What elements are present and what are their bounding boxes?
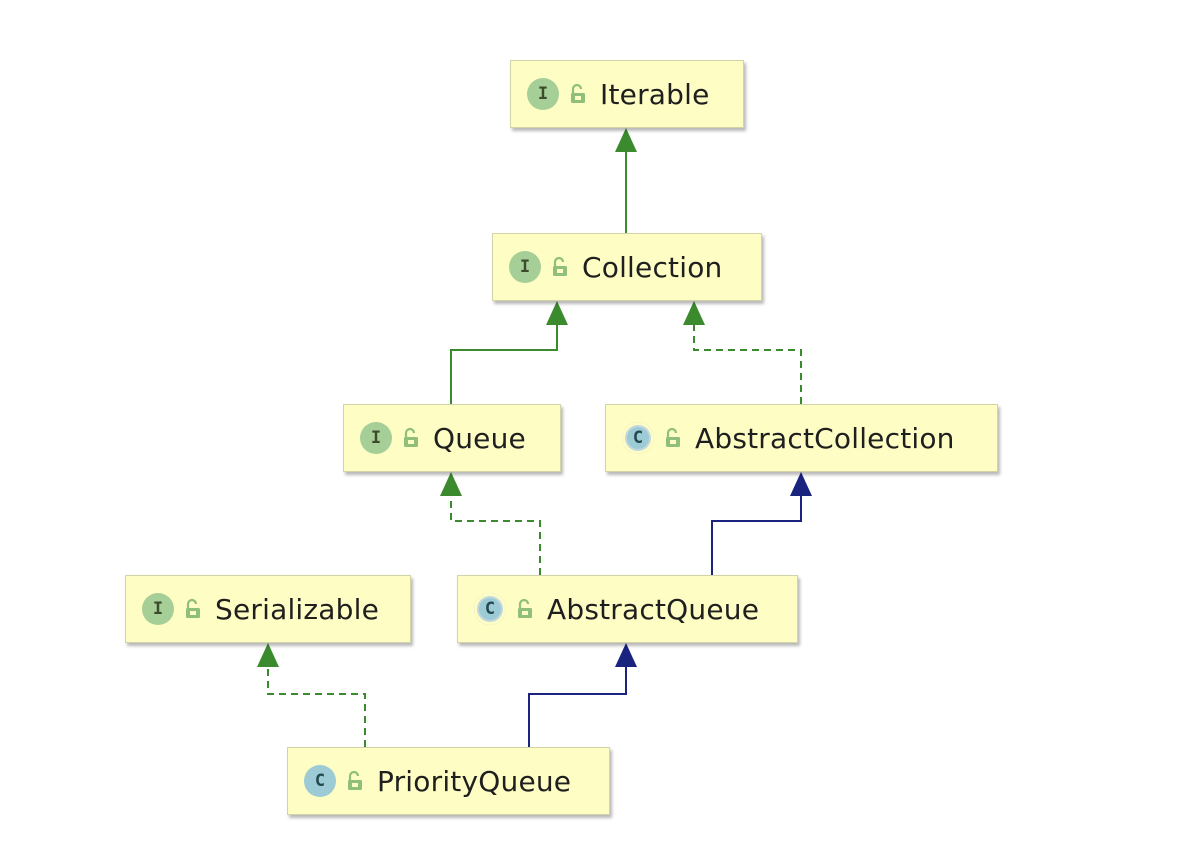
edge-line: [528, 667, 627, 747]
edge-queue-to-collection: [450, 301, 568, 404]
arrowhead-icon: [683, 301, 705, 325]
interface-icon: I: [360, 422, 392, 454]
node-label: Iterable: [600, 77, 710, 111]
interface-icon: I: [527, 78, 559, 110]
unlocked-padlock-icon: [666, 427, 680, 447]
arrowhead-icon: [790, 472, 812, 496]
unlocked-padlock-icon: [518, 598, 532, 618]
unlocked-padlock-icon: [571, 83, 585, 103]
unlocked-padlock-icon: [553, 256, 567, 276]
unlocked-padlock-icon: [348, 770, 362, 790]
arrowhead-icon: [546, 301, 568, 325]
edge-priority-queue-to-serializable: [257, 643, 366, 747]
unlocked-padlock-icon: [186, 598, 200, 618]
arrowhead-icon: [440, 472, 462, 496]
unlocked-padlock-icon: [404, 427, 418, 447]
arrowhead-icon: [615, 643, 637, 667]
node-queue[interactable]: I Queue: [343, 404, 561, 472]
edge-priority-queue-to-abstract-queue: [528, 643, 637, 747]
arrowhead-icon: [257, 643, 279, 667]
node-label: Serializable: [215, 592, 380, 626]
node-label: PriorityQueue: [377, 764, 572, 798]
node-abstract-collection[interactable]: C AbstractCollection: [605, 404, 998, 472]
edge-line: [450, 325, 558, 404]
abstract-class-icon: C: [474, 593, 506, 625]
edge-abstract-queue-to-queue: [440, 472, 541, 575]
node-label: Collection: [582, 250, 723, 284]
node-label: AbstractQueue: [547, 592, 760, 626]
edge-line: [450, 496, 541, 575]
node-label: AbstractCollection: [695, 421, 955, 455]
interface-icon: I: [142, 593, 174, 625]
edge-line: [693, 325, 802, 404]
node-serializable[interactable]: I Serializable: [125, 575, 411, 643]
node-iterable[interactable]: I Iterable: [510, 60, 744, 128]
edge-line: [267, 667, 366, 747]
node-label: Queue: [433, 421, 526, 455]
node-priority-queue[interactable]: C PriorityQueue: [287, 747, 610, 815]
edge-line: [711, 496, 802, 575]
class-icon: C: [304, 765, 336, 797]
node-abstract-queue[interactable]: C AbstractQueue: [457, 575, 798, 643]
edge-collection-to-iterable: [615, 128, 637, 233]
edge-abstract-queue-to-abstract-collection: [711, 472, 812, 575]
node-collection[interactable]: I Collection: [492, 233, 762, 301]
abstract-class-icon: C: [622, 422, 654, 454]
arrowhead-icon: [615, 128, 637, 152]
edge-abstract-collection-to-collection: [683, 301, 802, 404]
interface-icon: I: [509, 251, 541, 283]
